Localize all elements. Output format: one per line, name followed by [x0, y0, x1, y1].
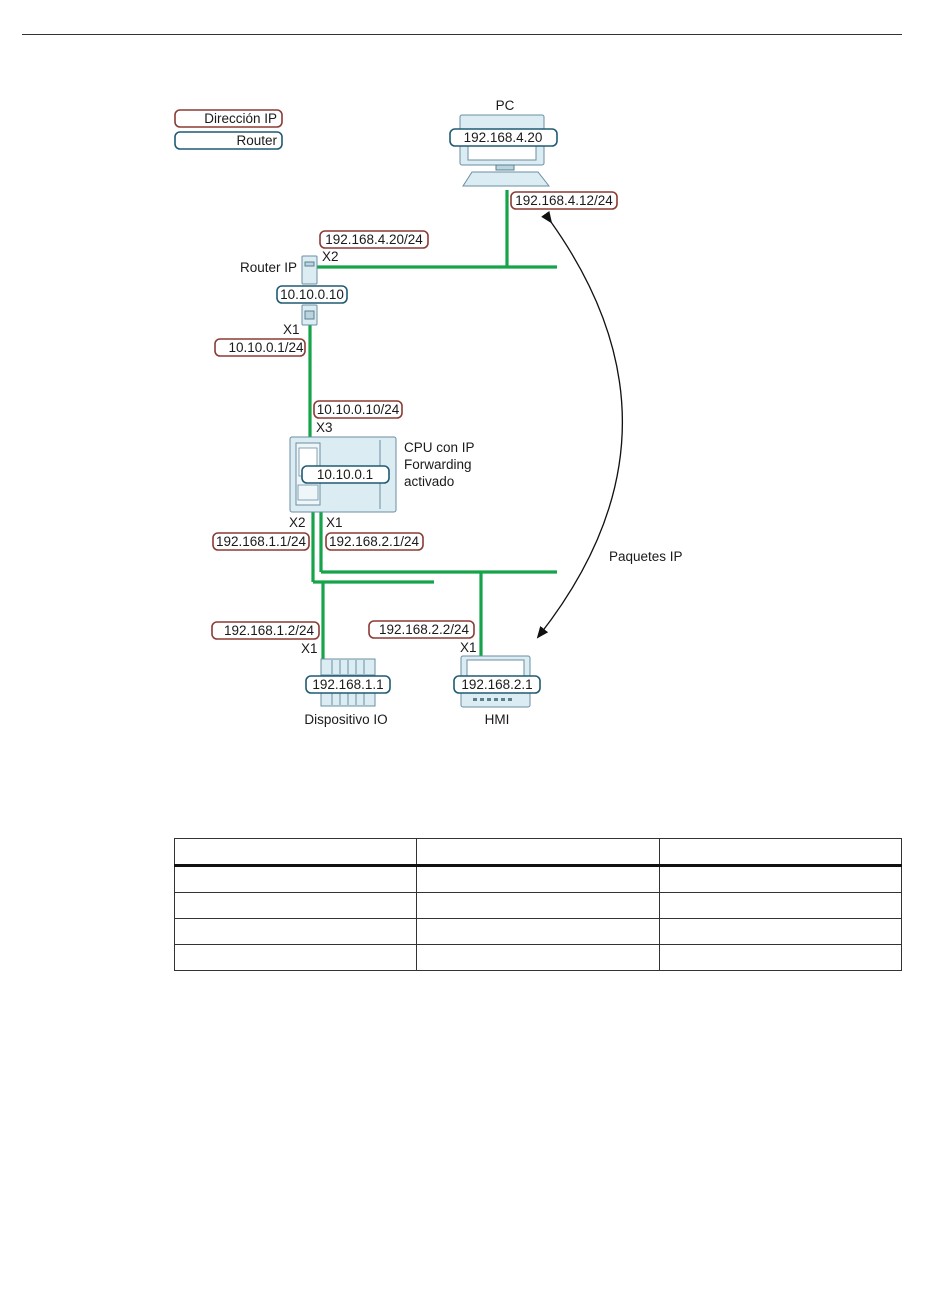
table-cell [416, 865, 660, 893]
ip-packets-arrow [536, 210, 624, 639]
cpu-x3-label: X3 [316, 420, 333, 435]
io-x1-ip-box [211, 621, 320, 640]
legend-router-label: Router [236, 133, 277, 148]
table-row [173, 918, 903, 945]
table-row [173, 865, 903, 893]
cpu-title-line-2: Forwarding [404, 457, 472, 472]
cpu-x2-label: X2 [289, 515, 306, 530]
router-x2-ip-box [319, 230, 429, 249]
router-upper-icon [301, 255, 318, 285]
legend-router-swatch [174, 131, 283, 150]
table-cell [658, 918, 903, 945]
hmi-x1-ip: 192.168.2.2/24 [379, 622, 470, 637]
pc-router-address: 192.168.4.20 [464, 130, 543, 145]
cpu-x2-ip-box [212, 532, 310, 551]
router-address: 10.10.0.10 [280, 287, 344, 302]
hmi-keys-icon [473, 698, 512, 701]
cpu-title-line-3: activado [404, 474, 454, 489]
cpu-x3-ip-box [313, 400, 403, 419]
cpu-x1-ip: 192.168.2.1/24 [329, 534, 420, 549]
table-cell [416, 944, 660, 971]
cpu-x3-ip: 10.10.0.10/24 [317, 402, 400, 417]
table-header-cell [658, 838, 903, 867]
router-x2-ip: 192.168.4.20/24 [325, 232, 423, 247]
table-cell [173, 944, 418, 971]
legend-ip-swatch [174, 109, 283, 128]
io-device-title: Dispositivo IO [304, 712, 387, 727]
table-header-cell [416, 838, 660, 867]
network-lines [308, 190, 557, 661]
pc-router-address-box [449, 128, 558, 147]
router-module-icon [304, 310, 315, 320]
table-row [173, 892, 903, 919]
table-header-cell [173, 838, 418, 867]
legend: Dirección IP Router [174, 109, 283, 150]
table-cell [416, 892, 660, 919]
table-cell [416, 918, 660, 945]
pc-screen [467, 145, 537, 161]
pc-device: PC 192.168.4.20 192.168.4.12/24 [449, 98, 618, 210]
hmi-screen-icon [466, 659, 525, 677]
table-cell [658, 892, 903, 919]
router-port-icon [304, 261, 315, 267]
router-x1-ip: 10.10.0.1/24 [228, 340, 304, 355]
router-ip-title: Router IP [240, 260, 297, 275]
hmi-router-address: 192.168.2.1 [461, 677, 532, 692]
cpu-router-address: 10.10.0.1 [317, 467, 373, 482]
cpu-device: 10.10.0.10/24 X3 10.10.0.1 CPU con IP Fo… [212, 400, 475, 551]
table-cell [658, 865, 903, 893]
table-header-row [173, 838, 903, 867]
table-cell [658, 944, 903, 971]
empty-table [173, 838, 903, 971]
io-device: 192.168.1.2/24 X1 192.168.1.1 Dispositiv… [211, 621, 391, 727]
router-address-box [276, 285, 348, 304]
hmi-x1-label: X1 [460, 640, 477, 655]
hmi-router-address-box [453, 675, 541, 694]
io-module-slots [331, 660, 365, 705]
io-router-address-box [305, 675, 391, 694]
router-x2-label: X2 [322, 249, 339, 264]
cpu-keypad-icon [297, 484, 319, 501]
legend-ip-label: Dirección IP [204, 111, 277, 126]
table-cell [173, 865, 418, 893]
io-x1-label: X1 [301, 641, 318, 656]
page-top-rule [22, 34, 902, 35]
pc-title: PC [496, 98, 515, 113]
cpu-x2-ip: 192.168.1.1/24 [216, 534, 307, 549]
hmi-device: 192.168.2.2/24 X1 192.168.2.1 HMI [368, 620, 541, 727]
table-row [173, 944, 903, 971]
pc-stand [495, 164, 515, 171]
cpu-x1-label: X1 [326, 515, 343, 530]
arrow-label: Paquetes IP [609, 549, 683, 564]
table-cell [173, 892, 418, 919]
table-cell [173, 918, 418, 945]
cpu-router-address-box [301, 465, 390, 484]
pc-keyboard-icon [462, 171, 551, 187]
io-router-address: 192.168.1.1 [312, 677, 383, 692]
io-x1-ip: 192.168.1.2/24 [224, 623, 315, 638]
router-x1-label: X1 [283, 322, 300, 337]
pc-ip-box [510, 191, 618, 210]
router-ip-device: 192.168.4.20/24 X2 Router IP 10.10.0.10 … [214, 230, 429, 357]
router-x1-ip-box [214, 338, 306, 357]
pc-ip-address: 192.168.4.12/24 [515, 193, 613, 208]
hmi-title: HMI [485, 712, 510, 727]
cpu-x1-ip-box [325, 532, 424, 551]
cpu-title-line-1: CPU con IP [404, 440, 475, 455]
hmi-x1-ip-box [368, 620, 475, 639]
